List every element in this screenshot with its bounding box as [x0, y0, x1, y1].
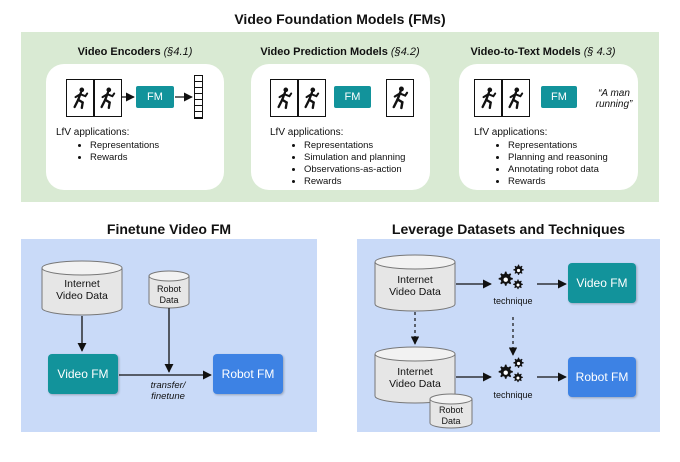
application-item: Representations — [90, 140, 221, 152]
fm-model-box: FM — [334, 86, 371, 108]
gears-icon — [498, 357, 524, 383]
fm-model-box: FM — [136, 86, 174, 108]
gears-icon — [498, 264, 524, 290]
video-prediction-applications: LfV applications: Representations Simula… — [270, 127, 430, 188]
application-item: Representations — [508, 140, 634, 152]
internet-data-cylinder-2 — [374, 346, 456, 404]
robot-fm-box: Robot FM — [213, 354, 283, 394]
internet-data-label-2: Internet Video Data — [389, 366, 441, 390]
application-item: Simulation and planning — [304, 152, 430, 164]
technique-label: technique — [493, 390, 533, 400]
lfv-label: LfV applications: — [270, 127, 344, 138]
caption-output: “A man running” — [595, 88, 633, 110]
main-title: Video Foundation Models (FMs) — [234, 11, 446, 27]
application-item: Rewards — [304, 176, 430, 188]
application-item: Rewards — [508, 176, 634, 188]
video-encoders-title: Video Encoders (§4.1) — [77, 46, 193, 58]
leverage-title: Leverage Datasets and Techniques — [391, 221, 626, 237]
predicted-frame — [386, 79, 414, 117]
finetune-title: Finetune Video FM — [106, 221, 232, 237]
video-to-text-title: Video-to-Text Models (§ 4.3) — [470, 46, 616, 58]
application-item: Annotating robot data — [508, 164, 634, 176]
robot-data-cylinder — [148, 270, 190, 309]
internet-data-label: Internet Video Data — [56, 278, 108, 302]
embedding-vector — [194, 75, 203, 119]
internet-data-label: Internet Video Data — [389, 274, 441, 298]
robot-data-label: Robot Data — [156, 284, 182, 305]
video-clip-frames — [474, 79, 530, 117]
internet-data-cylinder — [374, 254, 456, 312]
application-item: Observations-as-action — [304, 164, 430, 176]
robot-data-label: Robot Data — [438, 405, 464, 426]
video-to-text-applications: LfV applications: Representations Planni… — [474, 127, 634, 188]
video-fm-box: Video FM — [48, 354, 118, 394]
application-item: Planning and reasoning — [508, 152, 634, 164]
video-prediction-title: Video Prediction Models (§4.2) — [260, 46, 420, 58]
transfer-finetune-label: transfer/ finetune — [150, 380, 186, 402]
video-clip-frames — [270, 79, 326, 117]
application-item: Representations — [304, 140, 430, 152]
video-fm-box: Video FM — [568, 263, 636, 303]
lfv-label: LfV applications: — [474, 127, 548, 138]
application-item: Rewards — [90, 152, 221, 164]
lfv-label: LfV applications: — [56, 127, 130, 138]
robot-data-cylinder — [429, 393, 473, 429]
video-encoders-applications: LfV applications: Representations Reward… — [56, 127, 221, 164]
video-clip-frames — [66, 79, 122, 117]
robot-fm-box: Robot FM — [568, 357, 636, 397]
technique-label: technique — [493, 296, 533, 306]
internet-data-cylinder — [41, 260, 123, 316]
fm-model-box: FM — [541, 86, 577, 108]
